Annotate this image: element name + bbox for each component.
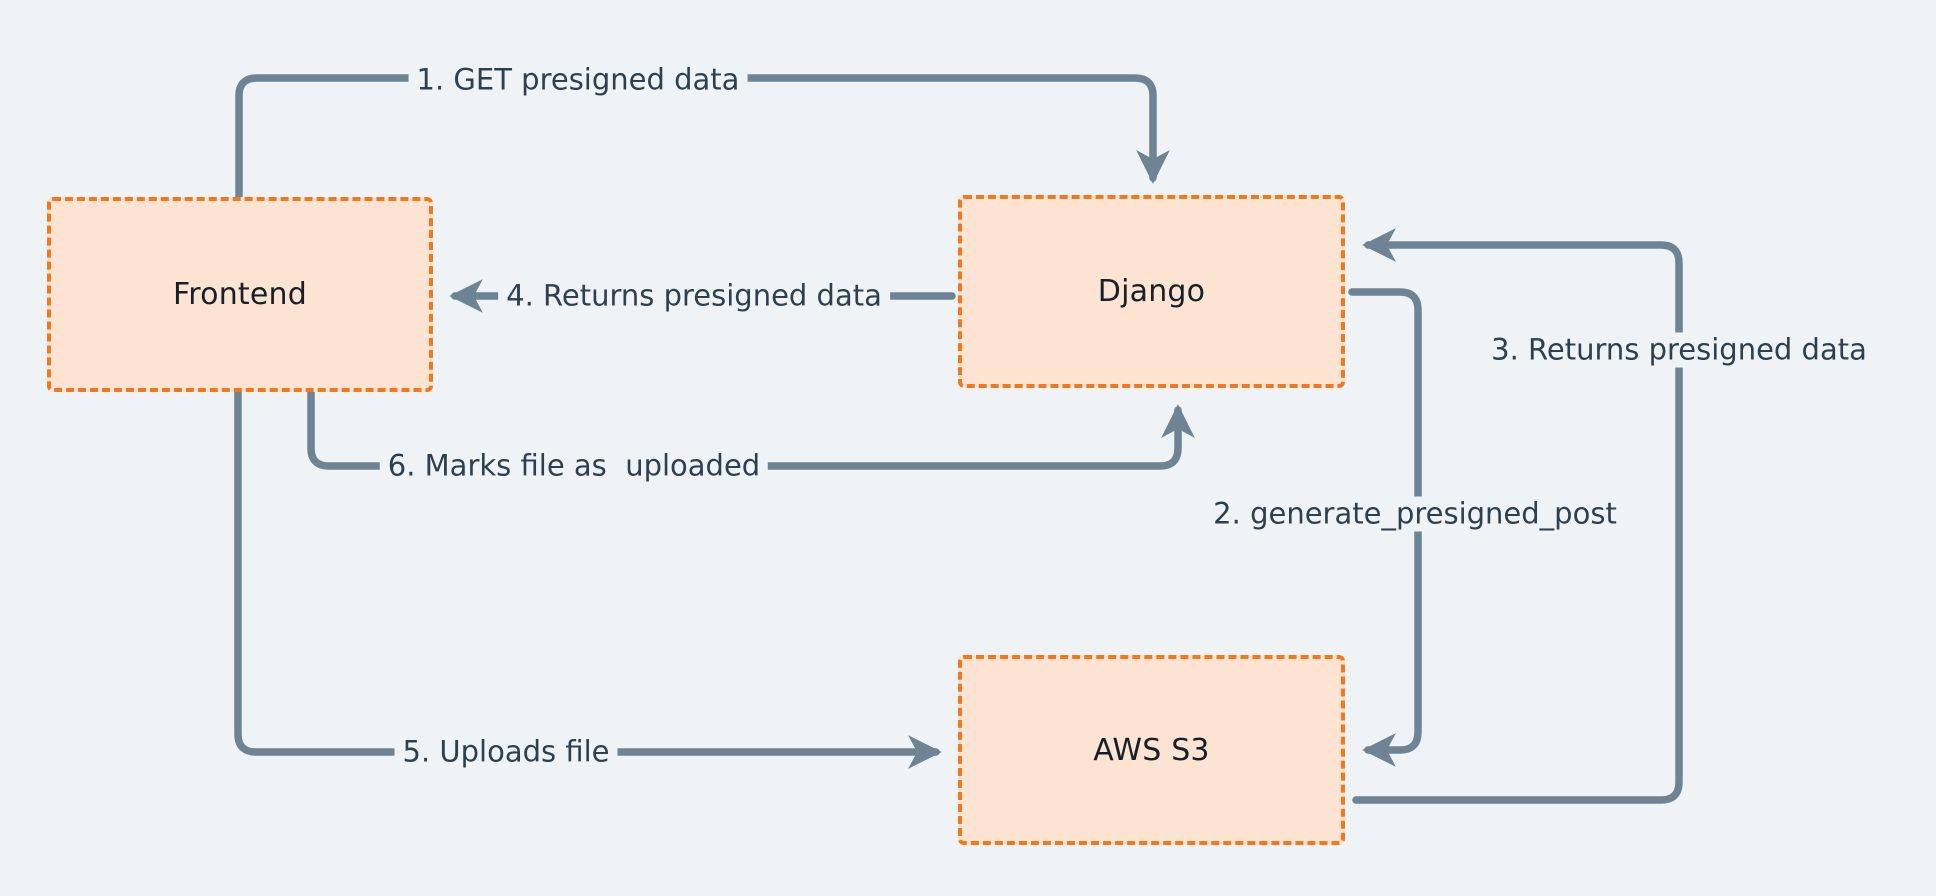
node-frontend-label: Frontend xyxy=(173,277,307,312)
node-aws-s3[interactable]: AWS S3 xyxy=(958,655,1345,845)
edge-path-step3 xyxy=(1352,228,1683,804)
edge-path-step5 xyxy=(234,388,942,769)
node-aws-s3-label: AWS S3 xyxy=(1093,732,1210,768)
node-django-label: Django xyxy=(1097,274,1206,309)
node-frontend[interactable]: Frontend xyxy=(47,197,433,392)
edge-label-step6: 6. Marks file as uploaded xyxy=(379,448,769,484)
edge-label-step2: 2. generate_presigned_post xyxy=(1205,496,1625,532)
edge-label-step3: 3. Returns presigned data xyxy=(1483,332,1875,368)
edge-label-step4: 4. Returns presigned data xyxy=(498,278,890,314)
edge-label-step5: 5. Uploads file xyxy=(394,734,618,770)
edge-label-step1: 1. GET presigned data xyxy=(408,62,748,98)
node-django[interactable]: Django xyxy=(958,195,1345,388)
